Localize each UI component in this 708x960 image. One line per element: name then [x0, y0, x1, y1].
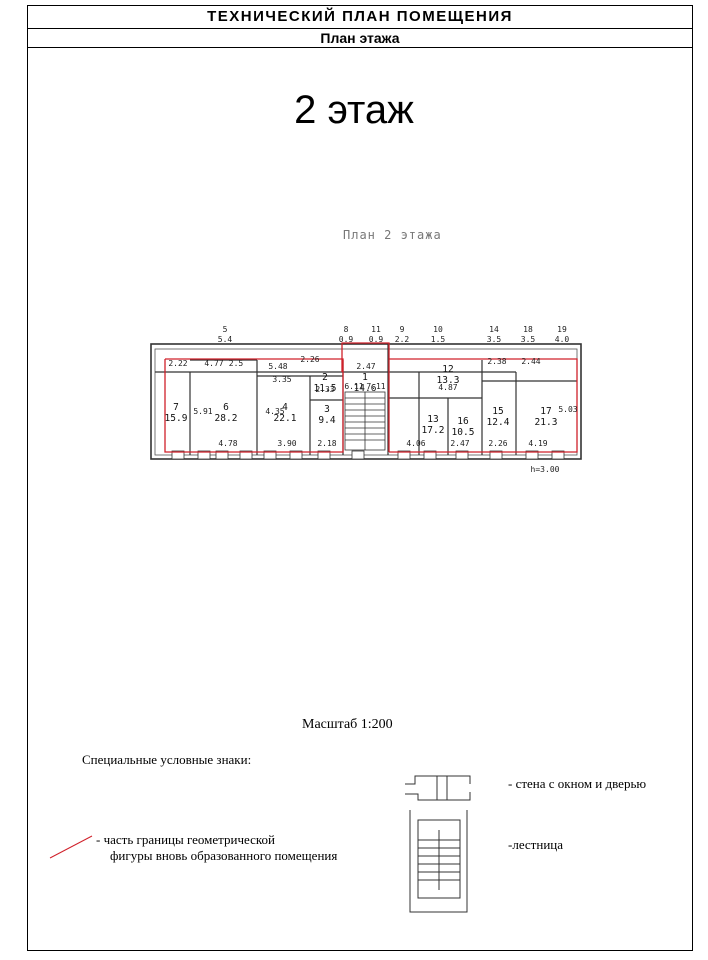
room-number: 2: [322, 372, 328, 383]
room-number: 17: [540, 406, 551, 417]
stairs-icon: [409, 810, 468, 913]
top-room-area: 3.5: [487, 335, 502, 344]
legend-stairs-label: -лестница: [508, 837, 564, 852]
dimension-label: 4.35: [265, 407, 284, 416]
top-room-number: 14: [489, 325, 499, 334]
dimension-label: 4.19: [528, 439, 547, 448]
room-number: 3: [324, 404, 330, 415]
floor-title: 2 этаж: [294, 88, 414, 132]
boundary-lines: [164, 342, 578, 453]
dimension-label: 2.18: [317, 439, 336, 448]
top-room-area: 0.9: [369, 335, 384, 344]
dimension-label: 2.47: [450, 439, 469, 448]
top-room-area: 0.9: [339, 335, 354, 344]
room-area: 15.9: [165, 413, 188, 424]
room-area: 21.3: [535, 417, 558, 428]
dimension-label: 7.11: [366, 382, 385, 391]
dimension-label: 4.77: [204, 359, 223, 368]
room-number: 15: [492, 406, 503, 417]
top-room-area: 1.5: [431, 335, 446, 344]
dimension-label: 4.78: [218, 439, 237, 448]
room-area: 17.2: [422, 425, 445, 436]
plan-caption: План 2 этажа: [343, 228, 442, 242]
top-room-number: 19: [557, 325, 567, 334]
dimension-label: 2.22: [168, 359, 187, 368]
boundary-line-icon: [49, 835, 93, 859]
room-number: 12: [442, 364, 453, 375]
dimension-label: 5.91: [193, 407, 212, 416]
scale-label: Масштаб 1:200: [302, 717, 393, 732]
dimension-label: 2.26: [300, 355, 319, 364]
room-area: 22.1: [274, 413, 297, 424]
dimension-label: 2.47: [356, 362, 375, 371]
room-area: 12.4: [487, 417, 510, 428]
dimension-label: 5.48: [268, 362, 287, 371]
dimension-label: 3.35: [272, 375, 291, 384]
room-area: 9.4: [318, 415, 335, 426]
top-room-area: 5.4: [218, 335, 233, 344]
legend-boundary-line2: фигуры вновь образованного помещения: [110, 848, 338, 863]
dimension-label: 2.33: [315, 385, 334, 394]
top-room-number: 9: [400, 325, 405, 334]
top-room-area: 3.5: [521, 335, 536, 344]
dimension-label: 6.11: [344, 382, 363, 391]
legend-title: Специальные условные знаки:: [82, 752, 252, 767]
room-number: 4: [282, 402, 288, 413]
room-area: 13.3: [437, 375, 460, 386]
room-number: 13: [427, 414, 438, 425]
room-number: 1: [362, 372, 368, 383]
wall-window-door-icon: [405, 775, 471, 801]
top-room-number: 11: [371, 325, 381, 334]
room-area: 10.5: [452, 427, 475, 438]
dimension-label: 2.5: [229, 359, 244, 368]
room-number: 6: [223, 402, 229, 413]
top-room-area: 2.2: [395, 335, 410, 344]
room-area: 11.5: [314, 383, 337, 394]
top-room-number: 8: [344, 325, 349, 334]
dimension-label: 5.03: [558, 405, 577, 414]
dimension-label: 4.87: [438, 383, 457, 392]
legend-boundary-line1: - часть границы геометрической: [96, 832, 275, 847]
dimension-label: 4.06: [406, 439, 425, 448]
dimension-label: 2.44: [521, 357, 540, 366]
legend-boundary-label: - часть границы геометрической фигуры вн…: [96, 832, 337, 864]
top-room-number: 18: [523, 325, 533, 334]
room-area: 14.6: [354, 383, 377, 394]
room-area: 28.2: [215, 413, 238, 424]
legend-wall-label: - стена с окном и дверью: [508, 776, 647, 791]
dimension-label: 3.90: [277, 439, 296, 448]
room-number: 7: [173, 402, 179, 413]
dimension-label: 2.26: [488, 439, 507, 448]
document-subtitle: План этажа: [27, 28, 693, 48]
top-room-number: 5: [223, 325, 228, 334]
height-note: h=3.00: [531, 465, 560, 474]
room-number: 16: [457, 416, 469, 427]
top-room-number: 10: [433, 325, 443, 334]
top-room-area: 4.0: [555, 335, 570, 344]
dimension-label: 2.38: [487, 357, 506, 366]
